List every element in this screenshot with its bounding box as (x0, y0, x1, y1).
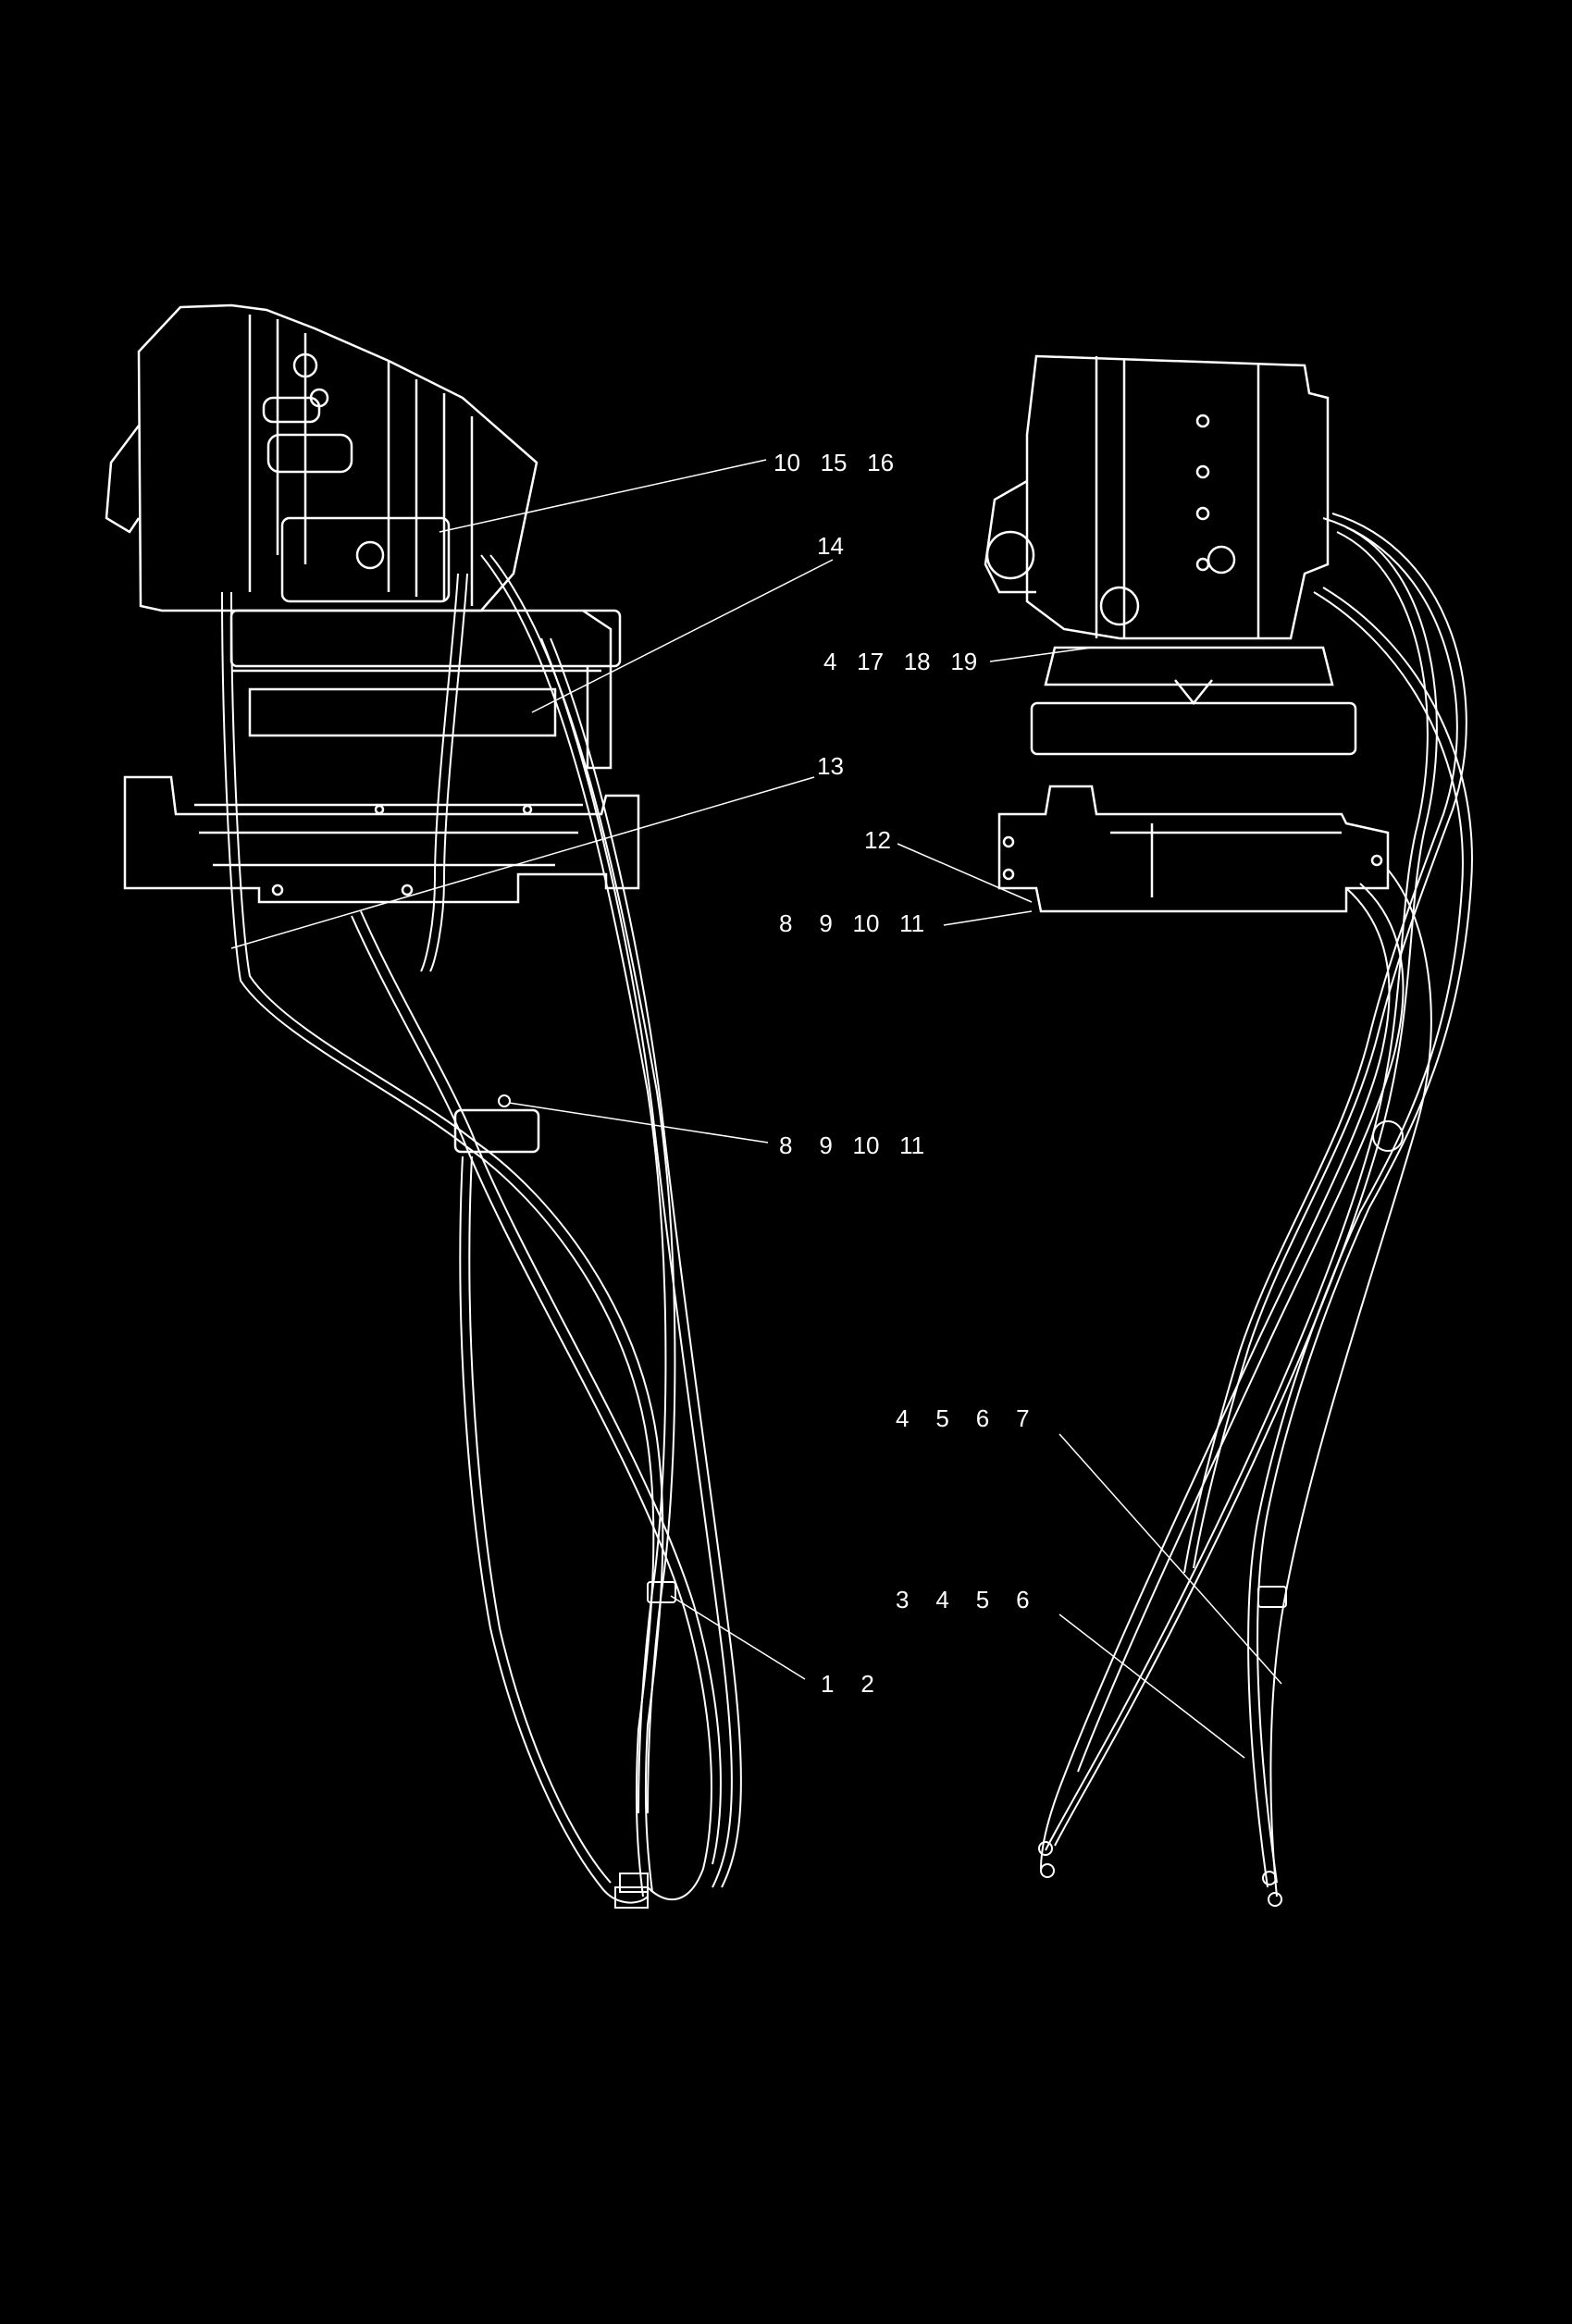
right-engine-assembly (984, 354, 1390, 913)
leader-line (439, 459, 767, 533)
callout-label: 8 9 10 11 (779, 909, 924, 937)
leader-line (943, 910, 1033, 926)
leader-line (1058, 1613, 1245, 1759)
leader-line (1058, 1433, 1282, 1685)
left-hoses (221, 554, 742, 1909)
left-leader-lines (230, 459, 834, 1680)
callout-label: 13 (817, 752, 844, 780)
leader-line (531, 559, 834, 713)
left-engine-assembly (105, 303, 640, 904)
leader-line (230, 776, 815, 949)
callout-label: 4 17 18 19 (823, 648, 977, 675)
right-leader-lines (897, 647, 1282, 1759)
callout-label: 8 9 10 11 (779, 1131, 924, 1159)
callout-label: 4 5 6 7 (896, 1404, 1030, 1432)
leader-line (989, 647, 1093, 662)
callout-label: 1 2 (821, 1670, 874, 1698)
right-hoses (1038, 513, 1473, 1907)
leader-line (508, 1102, 769, 1143)
leader-line (897, 843, 1033, 903)
leader-line (670, 1595, 806, 1680)
callout-label: 12 (864, 826, 891, 854)
callout-label: 3 4 5 6 (896, 1586, 1030, 1613)
callout-labels: 10 15 16 14 13 8 9 10 11 1 2 4 17 18 19 … (774, 449, 1030, 1698)
callout-label: 10 15 16 (774, 449, 894, 476)
callout-label: 14 (817, 532, 844, 560)
